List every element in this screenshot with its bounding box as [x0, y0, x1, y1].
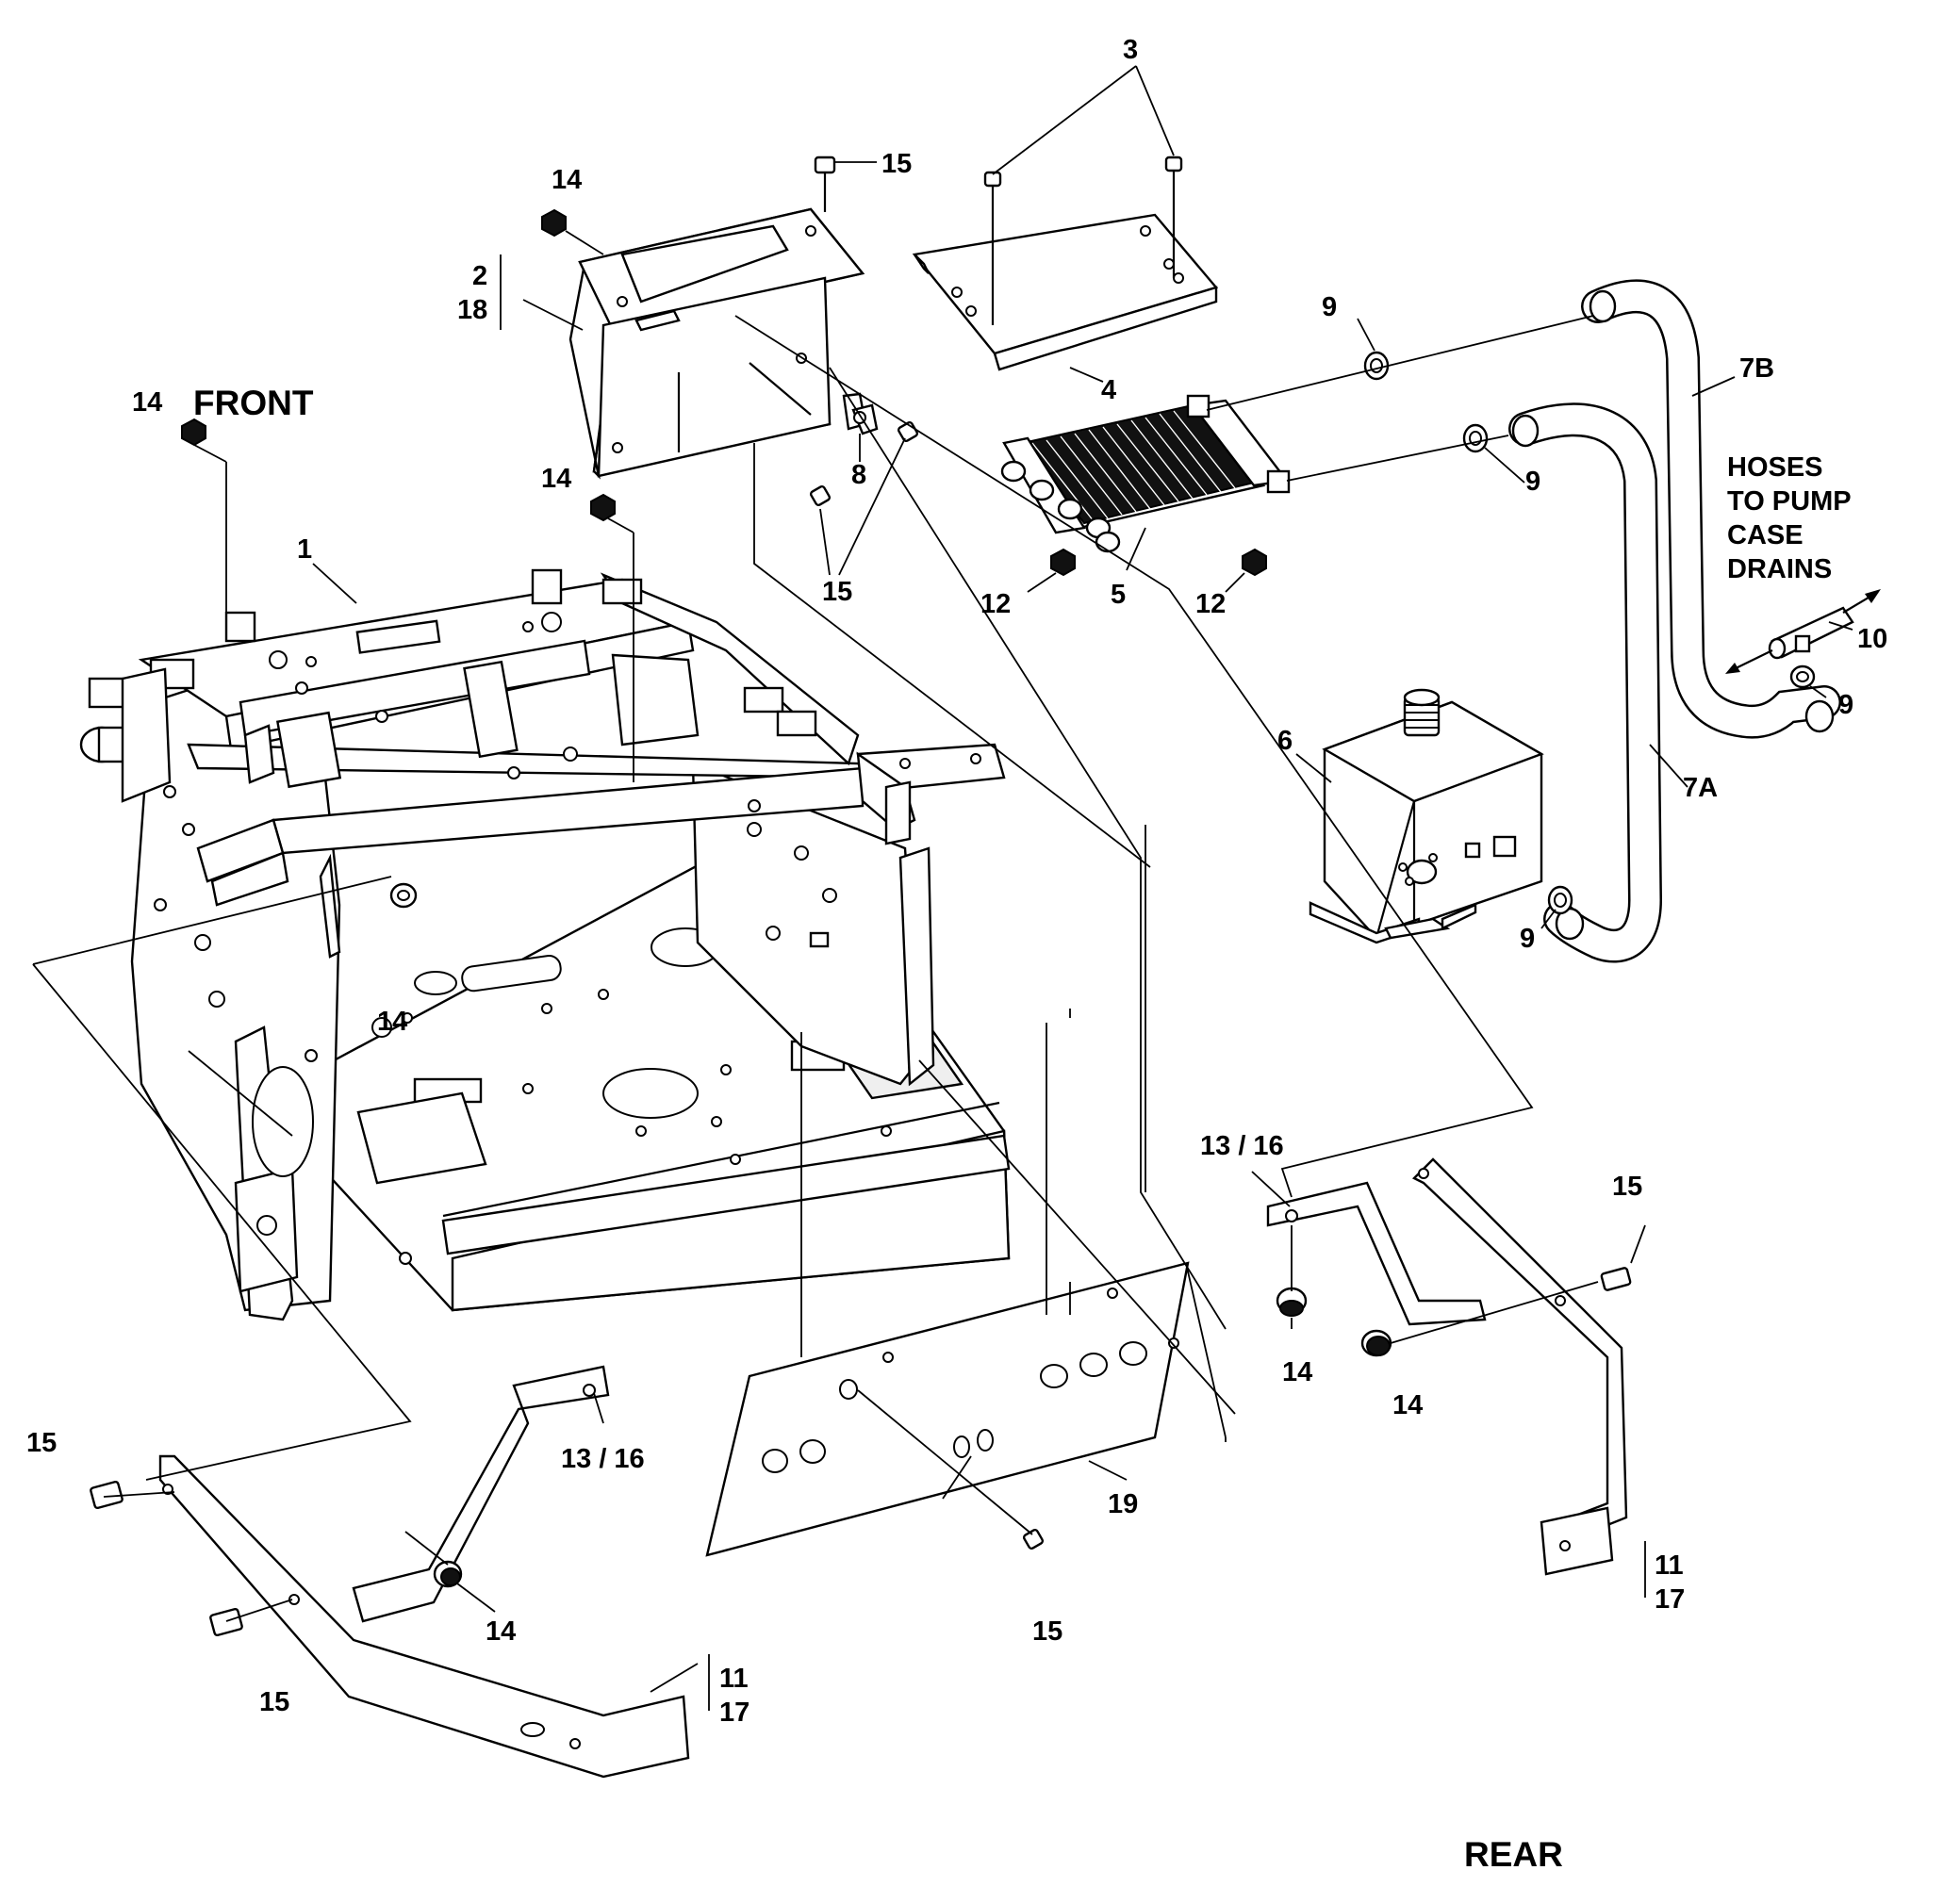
callout-12-left: 12	[980, 589, 1011, 619]
leader-lines	[32, 65, 1853, 1711]
callout-1: 1	[297, 534, 312, 565]
callout-7b: 7B	[1739, 353, 1774, 384]
callout-14-left: 14	[486, 1616, 516, 1647]
bolt-15-panel-b	[809, 484, 832, 507]
clamp-9-a	[1363, 351, 1390, 381]
nut-14-left	[433, 1560, 463, 1588]
nut-14-right-b	[1360, 1329, 1392, 1357]
callout-12-right: 12	[1195, 589, 1226, 619]
bolt-15-right	[1600, 1267, 1632, 1291]
clamp-9-d	[1547, 885, 1573, 915]
cooler-mount-plate	[912, 213, 1219, 371]
callout-17-left: 17	[719, 1698, 749, 1728]
callout-15-shield: 15	[1032, 1616, 1062, 1647]
arm-13-16-left	[352, 1365, 610, 1623]
hoses-note-line-1: HOSES	[1727, 452, 1823, 483]
bolt-3-right	[1164, 156, 1183, 278]
bar-11-17-right	[1411, 1157, 1628, 1576]
nut-12-left	[1050, 548, 1076, 577]
callout-18: 18	[457, 295, 487, 325]
callout-15-right: 15	[1612, 1172, 1642, 1202]
bracket-panel	[568, 207, 867, 480]
nut-14-mid	[590, 493, 616, 522]
callout-2: 2	[472, 261, 487, 291]
reservoir-tank	[1309, 688, 1544, 944]
callout-15-left-a: 15	[26, 1428, 57, 1458]
callout-11-right: 11	[1655, 1550, 1684, 1581]
bolt-15-left-b	[209, 1607, 243, 1637]
clamp-9-c	[1789, 664, 1816, 689]
hoses-note-line-2: TO PUMP	[1727, 486, 1852, 517]
callout-3: 3	[1123, 35, 1138, 65]
bolt-15-left-a	[90, 1480, 124, 1510]
callout-9-b: 9	[1525, 467, 1540, 497]
clamp-9-b	[1462, 423, 1489, 453]
callout-17-right: 17	[1655, 1584, 1685, 1615]
oil-cooler	[1000, 394, 1291, 553]
callout-6: 6	[1277, 726, 1293, 756]
label-front: FRONT	[193, 384, 314, 422]
tee-fitting-10	[1725, 589, 1881, 674]
nut-14-panel	[541, 208, 567, 238]
callout-13-16-right: 13 / 16	[1200, 1131, 1284, 1161]
callout-11-left: 11	[719, 1664, 749, 1694]
callout-15-left-b: 15	[259, 1687, 289, 1717]
callout-9-d: 9	[1520, 924, 1535, 954]
label-rear: REAR	[1464, 1835, 1563, 1874]
arm-13-16-right	[1266, 1181, 1487, 1326]
callout-14-right-a: 14	[1282, 1357, 1312, 1387]
callout-8: 8	[851, 460, 866, 490]
bolt-15-top	[814, 156, 836, 212]
nut-14-right-a	[1276, 1287, 1308, 1317]
callout-10: 10	[1857, 624, 1887, 654]
hose-7b	[1581, 279, 1841, 739]
hoses-note-line-4: DRAINS	[1727, 554, 1832, 584]
bar-11-17-left	[158, 1454, 690, 1779]
clip-8	[851, 403, 879, 435]
callout-14-right-b: 14	[1392, 1390, 1423, 1420]
callout-9-a: 9	[1322, 292, 1337, 322]
nut-12-right	[1242, 548, 1267, 577]
hose-7a	[1508, 402, 1663, 963]
nut-14-frame	[389, 882, 418, 909]
callout-labels: FRONT REAR HOSES TO PUMP CASE DRAINS 1 2…	[26, 35, 1887, 1874]
callout-15-top: 15	[881, 149, 912, 179]
shield-plate-19	[705, 1261, 1190, 1557]
callout-14-frame: 14	[377, 1007, 407, 1037]
callout-14-mid: 14	[541, 464, 571, 494]
callout-19: 19	[1108, 1489, 1138, 1519]
bolt-15-shield	[1022, 1528, 1045, 1550]
hoses-note-line-3: CASE	[1727, 520, 1804, 550]
frame-assembly	[79, 568, 1011, 1321]
callout-7a: 7A	[1683, 773, 1718, 803]
callout-15-panel: 15	[822, 577, 852, 607]
callout-5: 5	[1111, 580, 1126, 610]
nut-14-front	[181, 418, 206, 447]
callout-13-16-left: 13 / 16	[561, 1444, 645, 1474]
callout-4: 4	[1101, 375, 1116, 405]
bolt-3-left	[983, 171, 1002, 325]
callout-9-c: 9	[1838, 690, 1853, 720]
callout-14-front: 14	[132, 387, 162, 418]
callout-14-panel: 14	[552, 165, 582, 195]
